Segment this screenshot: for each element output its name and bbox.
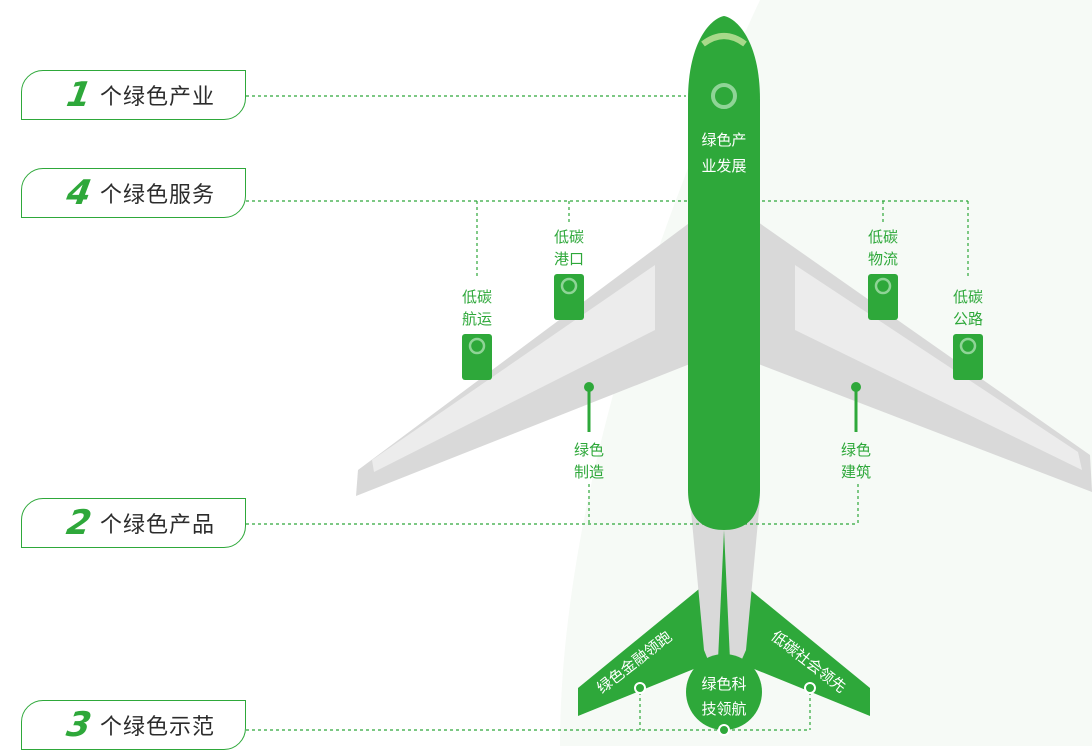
service-shipping-line2: 航运	[462, 310, 492, 328]
product-manufacturing-line1: 绿色	[574, 441, 604, 459]
fuselage-label-line1: 绿色产	[701, 131, 746, 149]
service-logistics-line1: 低碳	[868, 228, 898, 246]
fuselage-label-line2: 业发展	[701, 157, 746, 175]
engine-label-line2: 技领航	[701, 700, 746, 718]
service-shipping-line1: 低碳	[462, 288, 492, 306]
service-highway-line2: 公路	[953, 310, 983, 328]
service-logistics-line2: 物流	[868, 250, 898, 268]
engine-label-line1: 绿色科	[701, 675, 746, 693]
service-port-line1: 低碳	[554, 228, 584, 246]
product-building-line2: 建筑	[841, 463, 871, 481]
product-building-line1: 绿色	[841, 441, 871, 459]
service-port-line2: 港口	[554, 250, 584, 268]
fuselage	[688, 16, 760, 530]
product-manufacturing-line2: 制造	[574, 463, 604, 481]
service-highway-line1: 低碳	[953, 288, 983, 306]
